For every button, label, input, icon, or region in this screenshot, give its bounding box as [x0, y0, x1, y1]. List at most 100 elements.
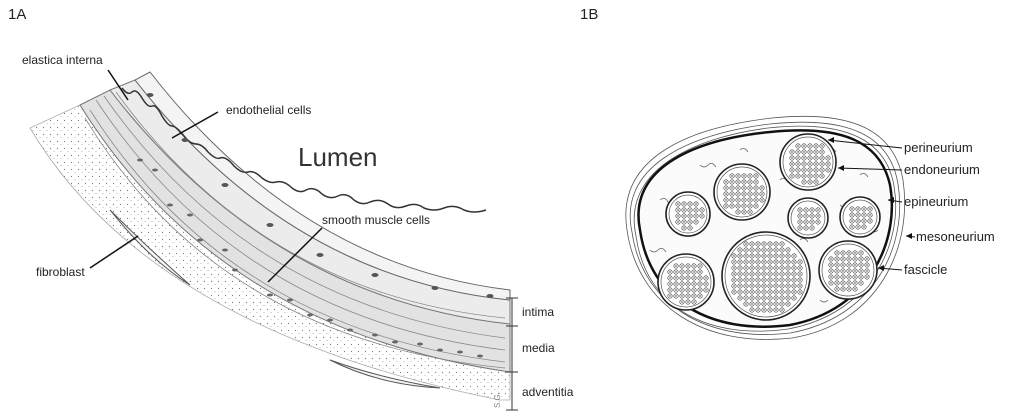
axon-core: [743, 211, 744, 212]
axon-core: [793, 279, 794, 280]
axon-core: [687, 295, 688, 296]
axon-core: [743, 181, 744, 182]
axon-core: [733, 261, 734, 262]
axon-core: [731, 193, 732, 194]
axon-core: [761, 199, 762, 200]
axon-core: [851, 214, 852, 215]
axon-core: [757, 249, 758, 250]
axon-core: [769, 261, 770, 262]
axon-core: [705, 289, 706, 290]
axon-core: [757, 285, 758, 286]
axon-core: [769, 249, 770, 250]
axon-core: [739, 267, 740, 268]
axon-core: [701, 215, 702, 216]
axon-core: [751, 255, 752, 256]
axon-core: [739, 261, 740, 262]
axon-core: [677, 221, 678, 222]
axon-core: [811, 209, 812, 210]
axon-core: [809, 163, 810, 164]
axon-core: [755, 187, 756, 188]
axon-core: [857, 226, 858, 227]
axon-core: [739, 297, 740, 298]
axon-core: [781, 309, 782, 310]
axon-core: [781, 273, 782, 274]
axon-core: [695, 203, 696, 204]
axon-core: [860, 258, 861, 259]
axon-core: [687, 277, 688, 278]
axon-core: [733, 291, 734, 292]
axon-core: [731, 181, 732, 182]
axon-core: [805, 209, 806, 210]
axon-core: [737, 205, 738, 206]
axon-core: [830, 258, 831, 259]
axon-core: [827, 157, 828, 158]
axon-core: [731, 187, 732, 188]
axon-core: [817, 215, 818, 216]
axon-core: [815, 151, 816, 152]
axon-core: [739, 249, 740, 250]
axon-core: [739, 273, 740, 274]
axon-core: [809, 145, 810, 146]
axon-core: [737, 199, 738, 200]
axon-core: [749, 181, 750, 182]
axon-core: [693, 301, 694, 302]
axon-core: [787, 255, 788, 256]
axon-core: [781, 249, 782, 250]
axon-core: [827, 169, 828, 170]
axon-core: [787, 291, 788, 292]
axon-core: [857, 214, 858, 215]
axon-core: [842, 258, 843, 259]
axon-core: [699, 289, 700, 290]
axon-core: [797, 151, 798, 152]
axon-core: [775, 309, 776, 310]
axon-core: [683, 227, 684, 228]
axon-core: [737, 175, 738, 176]
axon-core: [745, 279, 746, 280]
label-perineurium: perineurium: [904, 140, 973, 155]
axon-core: [689, 227, 690, 228]
axon-core: [793, 273, 794, 274]
axon-core: [781, 297, 782, 298]
axon-core: [797, 163, 798, 164]
axon-core: [775, 285, 776, 286]
axon-core: [687, 301, 688, 302]
axon-core: [851, 226, 852, 227]
axon-core: [745, 297, 746, 298]
axon-core: [821, 163, 822, 164]
axon-core: [866, 264, 867, 265]
label-fibroblast: fibroblast: [36, 265, 85, 279]
axon-core: [781, 267, 782, 268]
axon-core: [683, 215, 684, 216]
axon-core: [757, 261, 758, 262]
axon-core: [848, 288, 849, 289]
axon-core: [803, 175, 804, 176]
axon-core: [749, 199, 750, 200]
axon-core: [815, 181, 816, 182]
axon-core: [797, 145, 798, 146]
axon-core: [775, 267, 776, 268]
axon-core: [787, 273, 788, 274]
fascicle: [788, 198, 828, 238]
axon-core: [811, 215, 812, 216]
label-epineurium: epineurium: [904, 194, 968, 209]
axon-core: [803, 181, 804, 182]
axon-core: [781, 255, 782, 256]
axon-core: [731, 199, 732, 200]
axon-core: [699, 271, 700, 272]
axon-core: [701, 209, 702, 210]
axon-core: [836, 282, 837, 283]
axon-core: [869, 220, 870, 221]
axon-core: [737, 181, 738, 182]
axon-core: [731, 175, 732, 176]
axon-core: [854, 270, 855, 271]
axon-core: [757, 297, 758, 298]
label-media: media: [522, 341, 555, 355]
axon-core: [799, 209, 800, 210]
axon-core: [751, 243, 752, 244]
axon-core: [749, 187, 750, 188]
axon-core: [745, 291, 746, 292]
axon-core: [799, 261, 800, 262]
axon-core: [751, 249, 752, 250]
axon-core: [869, 208, 870, 209]
